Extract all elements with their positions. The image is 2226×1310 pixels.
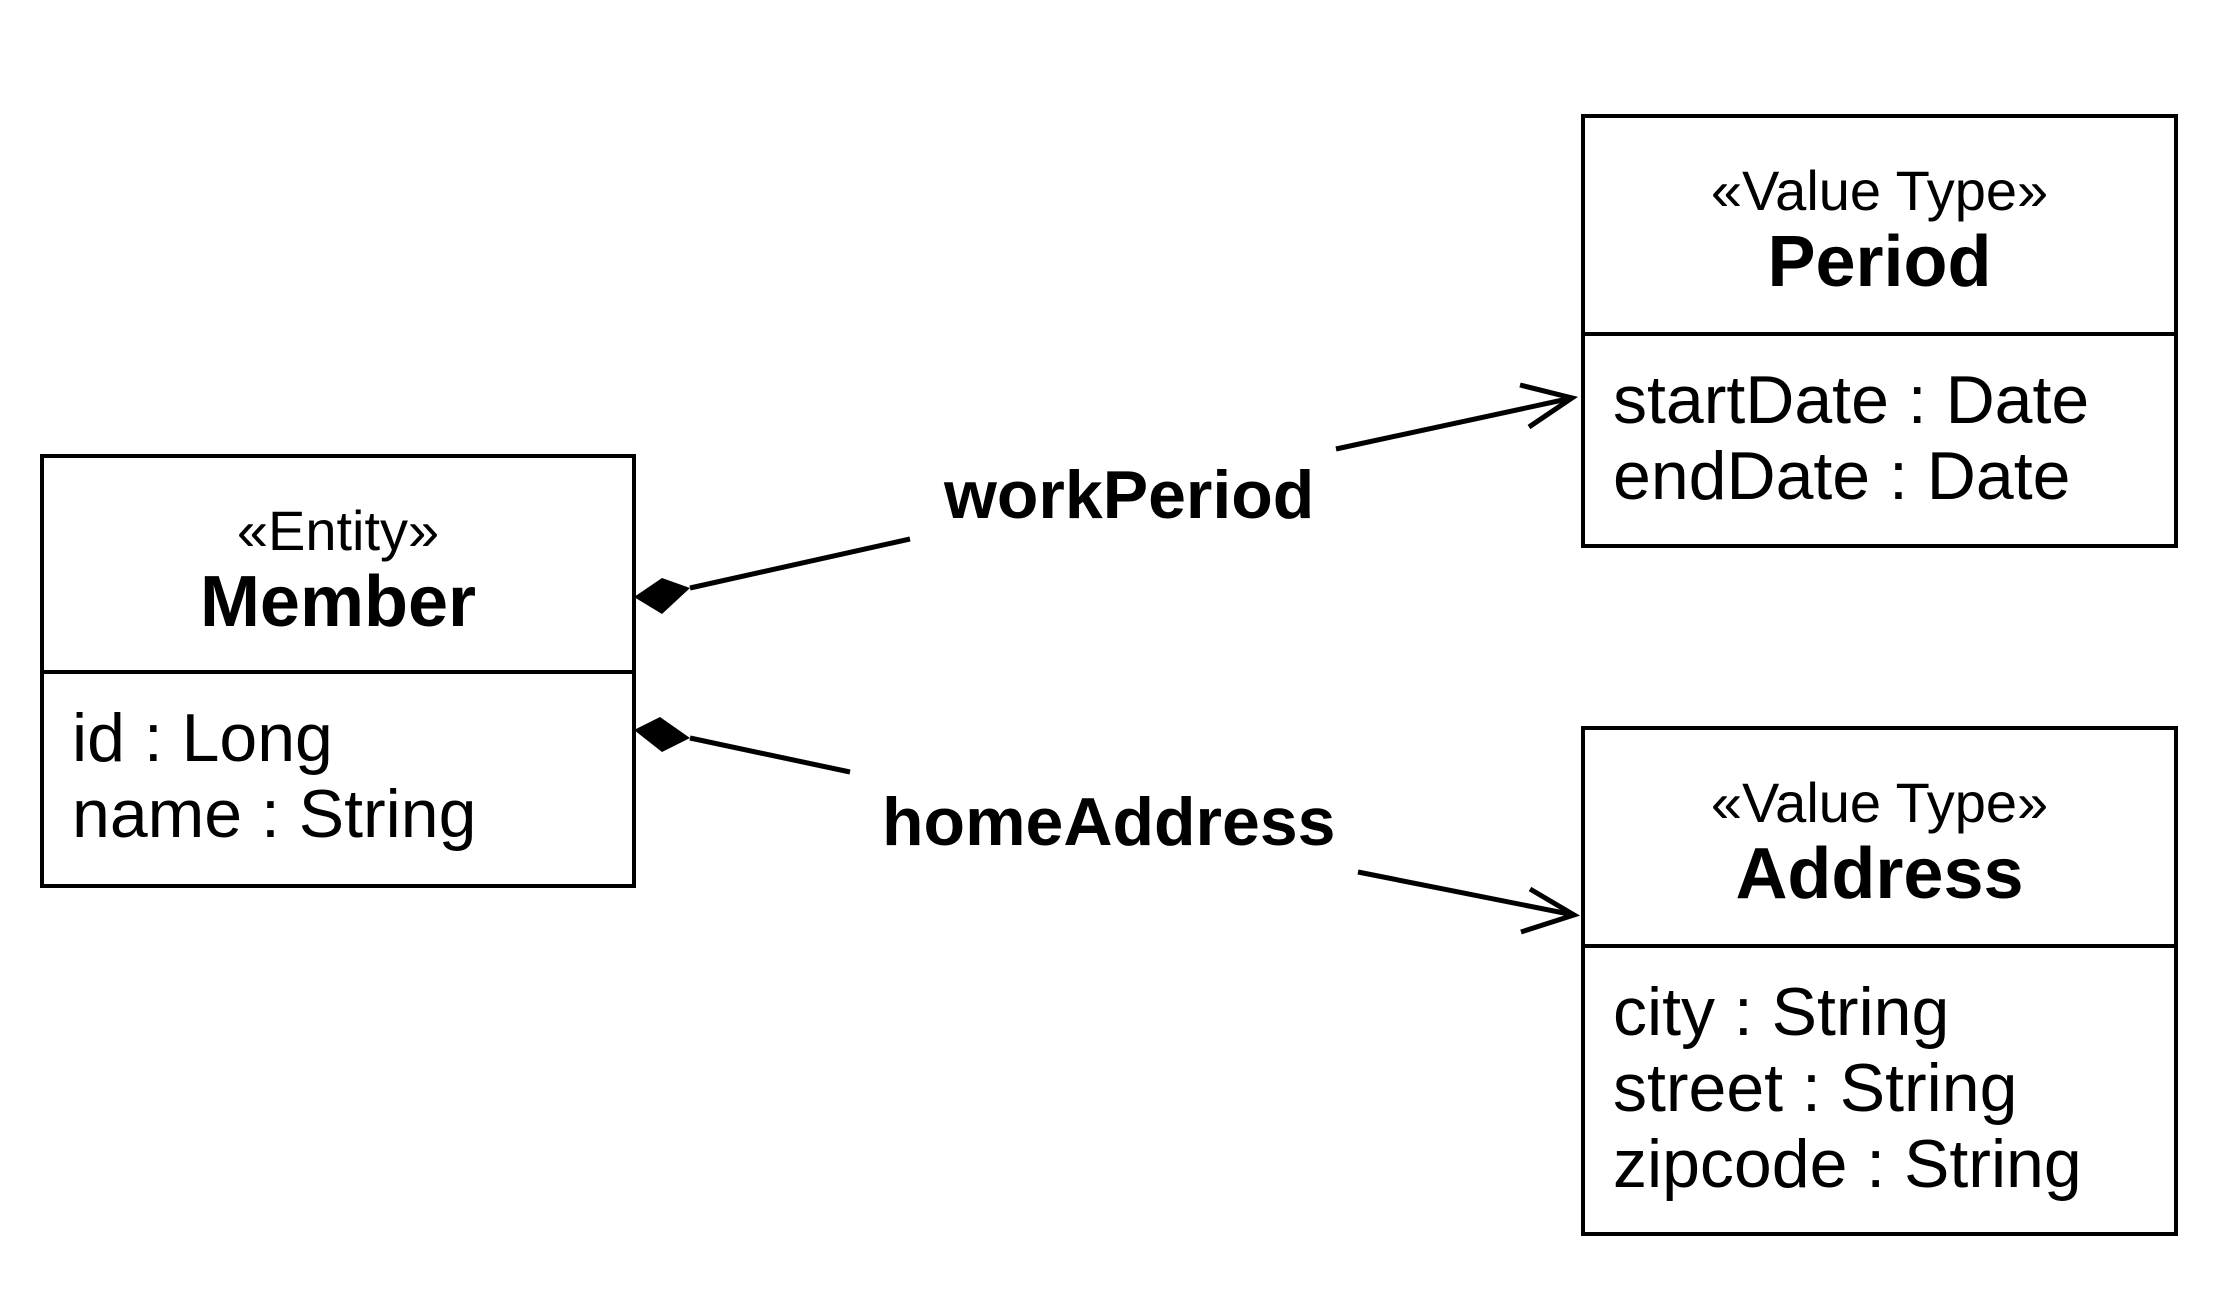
address-class-header: «Value Type» Address bbox=[1585, 730, 2174, 948]
composition-diamond-home-address bbox=[634, 717, 690, 752]
member-class-header: «Entity» Member bbox=[44, 458, 632, 674]
member-attr-name: name : String bbox=[72, 776, 477, 852]
address-stereotype: «Value Type» bbox=[1710, 771, 2049, 834]
period-class-header: «Value Type» Period bbox=[1585, 118, 2174, 336]
period-attr-start-date: startDate : Date bbox=[1613, 362, 2090, 438]
work-period-arrowhead bbox=[1519, 382, 1579, 430]
composition-diamond-work-period bbox=[634, 578, 690, 614]
work-period-line-left bbox=[689, 536, 911, 591]
work-period-label: workPeriod bbox=[944, 457, 1315, 533]
address-attr-city: city : String bbox=[1613, 974, 1950, 1050]
address-class-name: Address bbox=[1735, 834, 2024, 914]
member-attributes: id : Long name : String bbox=[44, 674, 632, 852]
period-class[interactable]: «Value Type» Period startDate : Date end… bbox=[1581, 114, 2178, 548]
member-stereotype: «Entity» bbox=[236, 499, 440, 562]
period-attributes: startDate : Date endDate : Date bbox=[1585, 336, 2174, 514]
member-class-name: Member bbox=[199, 562, 477, 642]
home-address-label: homeAddress bbox=[882, 784, 1336, 860]
home-address-arrowhead bbox=[1520, 886, 1581, 935]
member-attr-id: id : Long bbox=[72, 700, 333, 776]
period-stereotype: «Value Type» bbox=[1710, 159, 2049, 222]
home-address-line-left bbox=[689, 735, 851, 775]
period-class-name: Period bbox=[1767, 222, 1992, 302]
work-period-line-right bbox=[1335, 395, 1573, 452]
period-attr-end-date: endDate : Date bbox=[1613, 438, 2071, 514]
address-attr-street: street : String bbox=[1613, 1050, 2018, 1126]
address-attributes: city : String street : String zipcode : … bbox=[1585, 948, 2174, 1202]
address-attr-zipcode: zipcode : String bbox=[1613, 1126, 2082, 1202]
home-address-line-right bbox=[1357, 869, 1575, 918]
member-class[interactable]: «Entity» Member id : Long name : String bbox=[40, 454, 636, 888]
address-class[interactable]: «Value Type» Address city : String stree… bbox=[1581, 726, 2178, 1236]
